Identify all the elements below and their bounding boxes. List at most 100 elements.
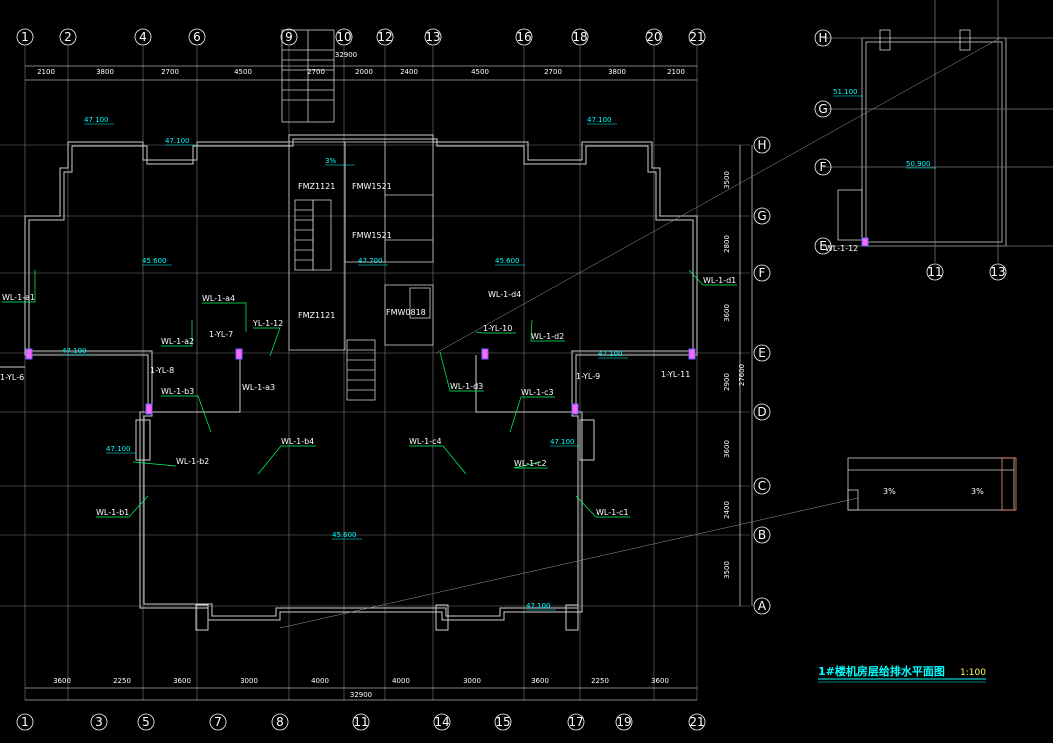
inset-section bbox=[847, 457, 1017, 511]
grid-label-t10: 10 bbox=[336, 30, 351, 44]
pipe-label-p7: WL-1-a3 bbox=[242, 383, 275, 392]
pipe-label-p14: 1-YL-10 bbox=[483, 324, 512, 333]
drawing-title: 1#楼机房层给排水平面图 bbox=[818, 664, 945, 678]
dim-dt8: 4500 bbox=[471, 68, 489, 76]
pipe-label-p11: WL-1-b4 bbox=[281, 437, 314, 446]
grid-bubble-iG bbox=[814, 100, 832, 118]
grid-bubble-b17 bbox=[567, 713, 585, 731]
pipe-label-p4: YL-1-12 bbox=[252, 319, 283, 328]
grid-bubble-iF bbox=[814, 158, 832, 176]
pipe-label-p10: WL-1-b2 bbox=[176, 457, 209, 466]
pipe-label-p2: 1-YL-6 bbox=[0, 373, 24, 382]
dim-dt1: 2100 bbox=[37, 68, 55, 76]
bottom-total-dimension: 32900 bbox=[350, 691, 372, 699]
grid-label-b17: 17 bbox=[568, 715, 583, 729]
grid-bubble-t6 bbox=[188, 28, 206, 46]
dim-db1: 3600 bbox=[53, 677, 71, 685]
elevation-e9: 47.100 bbox=[106, 445, 131, 453]
dim-dt4: 4500 bbox=[234, 68, 252, 76]
dim-dt11: 2100 bbox=[667, 68, 685, 76]
dim-dr6: 2400 bbox=[723, 501, 731, 519]
pipe-label-p15: WL-1-d2 bbox=[531, 332, 564, 341]
grid-bubble-rB bbox=[753, 526, 771, 544]
dim-dt7: 2400 bbox=[400, 68, 418, 76]
grid-label-b14: 14 bbox=[434, 715, 449, 729]
grid-label-t16: 16 bbox=[516, 30, 531, 44]
grid-label-b19: 19 bbox=[616, 715, 631, 729]
grid-label-t9: 9 bbox=[285, 30, 293, 44]
dim-dr3: 3600 bbox=[723, 304, 731, 322]
grid-bubble-rC bbox=[753, 477, 771, 495]
pipe-label-p23: WL-1-c1 bbox=[596, 508, 629, 517]
grid-lines bbox=[0, 46, 750, 700]
grid-bubble-iE bbox=[814, 237, 832, 255]
dim-dt9: 2700 bbox=[544, 68, 562, 76]
pipe-risers bbox=[25, 237, 869, 415]
pipe-label-p13: WL-1-d4 bbox=[488, 290, 521, 299]
grid-label-rH: H bbox=[757, 138, 766, 152]
dim-db10: 3600 bbox=[651, 677, 669, 685]
grid-bubble-t4 bbox=[134, 28, 152, 46]
grid-bubble-b3 bbox=[90, 713, 108, 731]
elevation-e12: 47.100 bbox=[526, 602, 551, 610]
pipe-label-p16: WL-1-d3 bbox=[450, 382, 483, 391]
grid-label-t2: 2 bbox=[64, 30, 72, 44]
grid-bubble-b1 bbox=[16, 713, 34, 731]
drawing-scale: 1:100 bbox=[960, 668, 986, 678]
grid-bubble-b11 bbox=[352, 713, 370, 731]
grid-bubble-t13 bbox=[424, 28, 442, 46]
pipe-label-p17: WL-1-d1 bbox=[703, 276, 736, 285]
grid-bubble-t9 bbox=[280, 28, 298, 46]
grid-bubble-t20 bbox=[645, 28, 663, 46]
pipe-label-p9: WL-1-b3 bbox=[161, 387, 194, 396]
grid-label-rC: C bbox=[758, 479, 766, 493]
grid-bubble-i13 bbox=[989, 263, 1007, 281]
grid-bubble-rH bbox=[753, 136, 771, 154]
grid-label-t4: 4 bbox=[139, 30, 147, 44]
top-dimension-line bbox=[25, 65, 753, 701]
grid-label-t13: 13 bbox=[425, 30, 440, 44]
inset-slope-texts: 3%3% bbox=[883, 487, 984, 496]
dim-dr2: 2800 bbox=[723, 235, 731, 253]
elevation-e15: 3% bbox=[325, 157, 336, 165]
grid-label-t20: 20 bbox=[646, 30, 661, 44]
grid-bubble-b21 bbox=[688, 713, 706, 731]
grid-bubble-b7 bbox=[209, 713, 227, 731]
grid-label-i13: 13 bbox=[990, 265, 1005, 279]
grid-bubble-b14 bbox=[433, 713, 451, 731]
grid-bubble-iH bbox=[814, 29, 832, 47]
dim-db7: 3000 bbox=[463, 677, 481, 685]
grid-bubble-b8 bbox=[271, 713, 289, 731]
grid-bubble-b19 bbox=[615, 713, 633, 731]
grid-bubble-t16 bbox=[515, 28, 533, 46]
grid-bubble-b5 bbox=[137, 713, 155, 731]
elevation-e7: 47.100 bbox=[62, 347, 87, 355]
grid-label-t12: 12 bbox=[377, 30, 392, 44]
inset-plan bbox=[823, 0, 1053, 262]
grid-label-b15: 15 bbox=[495, 715, 510, 729]
pipe-label-p24: WL-1-12 bbox=[825, 244, 858, 253]
grid-bubble-rA bbox=[753, 597, 771, 615]
grid-bubble-b15 bbox=[494, 713, 512, 731]
elevation-e11: 45.600 bbox=[332, 531, 357, 539]
inset-slope-s1: 3% bbox=[883, 487, 896, 496]
grid-bubble-rF bbox=[753, 264, 771, 282]
grid-bubble-t2 bbox=[59, 28, 77, 46]
pipe-label-p5: 1-YL-7 bbox=[209, 330, 233, 339]
right-total-dimension: 27600 bbox=[738, 364, 746, 386]
pipe-label-texts: WL-1-a11-YL-6WL-1-a4YL-1-121-YL-7WL-1-a2… bbox=[0, 244, 858, 517]
grid-bubble-rE bbox=[753, 344, 771, 362]
elevation-e8: 47.100 bbox=[598, 350, 623, 358]
grid-bubble-t21 bbox=[688, 28, 706, 46]
pipe-label-p8: 1-YL-8 bbox=[150, 366, 174, 375]
elevation-e10: 47.100 bbox=[550, 438, 575, 446]
grid-label-rD: D bbox=[757, 405, 766, 419]
top-total-dimension: 32900 bbox=[335, 51, 357, 59]
dim-db3: 3600 bbox=[173, 677, 191, 685]
grid-label-b11: 11 bbox=[353, 715, 368, 729]
elevation-e4: 45.600 bbox=[142, 257, 167, 265]
